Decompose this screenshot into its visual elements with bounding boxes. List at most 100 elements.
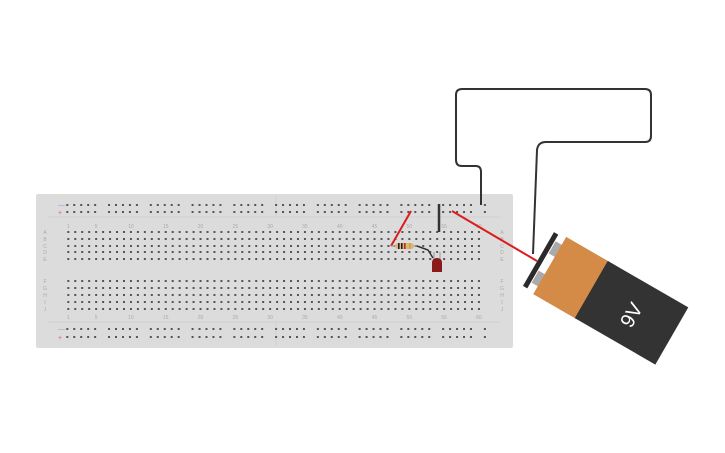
breadboard-hole[interactable]: [164, 245, 167, 247]
breadboard-hole[interactable]: [457, 258, 460, 260]
breadboard-hole[interactable]: [262, 231, 265, 233]
rail-hole[interactable]: [463, 328, 466, 330]
rail-hole[interactable]: [316, 204, 319, 206]
breadboard-hole[interactable]: [74, 301, 77, 303]
breadboard-hole[interactable]: [477, 280, 480, 282]
breadboard-hole[interactable]: [290, 308, 293, 310]
breadboard-hole[interactable]: [310, 294, 313, 296]
breadboard-hole[interactable]: [150, 280, 153, 282]
breadboard-hole[interactable]: [220, 258, 223, 260]
rail-hole[interactable]: [282, 204, 285, 206]
breadboard-hole[interactable]: [422, 245, 425, 247]
breadboard-hole[interactable]: [352, 301, 355, 303]
breadboard-hole[interactable]: [310, 238, 313, 240]
breadboard-hole[interactable]: [102, 301, 105, 303]
breadboard-hole[interactable]: [269, 245, 272, 247]
rail-hole[interactable]: [240, 336, 243, 338]
breadboard-hole[interactable]: [352, 308, 355, 310]
breadboard-hole[interactable]: [143, 294, 146, 296]
breadboard-hole[interactable]: [74, 258, 77, 260]
breadboard-hole[interactable]: [74, 308, 77, 310]
breadboard-hole[interactable]: [366, 231, 369, 233]
breadboard-hole[interactable]: [324, 301, 327, 303]
breadboard-hole[interactable]: [178, 301, 181, 303]
breadboard-hole[interactable]: [241, 238, 244, 240]
breadboard-hole[interactable]: [178, 294, 181, 296]
breadboard-hole[interactable]: [352, 287, 355, 289]
rail-hole[interactable]: [407, 204, 410, 206]
breadboard-hole[interactable]: [338, 258, 341, 260]
rail-hole[interactable]: [316, 328, 319, 330]
breadboard-hole[interactable]: [143, 251, 146, 253]
rail-hole[interactable]: [302, 336, 305, 338]
breadboard-hole[interactable]: [81, 287, 84, 289]
rail-hole[interactable]: [205, 204, 208, 206]
breadboard-hole[interactable]: [67, 308, 70, 310]
breadboard-hole[interactable]: [178, 231, 181, 233]
rail-hole[interactable]: [449, 211, 452, 213]
breadboard-hole[interactable]: [213, 287, 216, 289]
breadboard-hole[interactable]: [109, 308, 112, 310]
rail-hole[interactable]: [156, 336, 159, 338]
wire-red-battery[interactable]: [451, 210, 538, 262]
breadboard-hole[interactable]: [408, 301, 411, 303]
breadboard-hole[interactable]: [464, 258, 467, 260]
breadboard-hole[interactable]: [213, 294, 216, 296]
rail-hole[interactable]: [198, 211, 201, 213]
breadboard-hole[interactable]: [373, 245, 376, 247]
rail-hole[interactable]: [469, 204, 472, 206]
breadboard-hole[interactable]: [436, 280, 439, 282]
rail-hole[interactable]: [275, 336, 278, 338]
breadboard-hole[interactable]: [450, 280, 453, 282]
rail-hole[interactable]: [428, 336, 431, 338]
breadboard-hole[interactable]: [359, 294, 362, 296]
breadboard-hole[interactable]: [477, 294, 480, 296]
breadboard-hole[interactable]: [185, 287, 188, 289]
breadboard-hole[interactable]: [206, 258, 209, 260]
rail-hole[interactable]: [365, 211, 368, 213]
breadboard-hole[interactable]: [359, 231, 362, 233]
rail-hole[interactable]: [421, 328, 424, 330]
breadboard-hole[interactable]: [67, 258, 70, 260]
rail-hole[interactable]: [469, 336, 472, 338]
breadboard-hole[interactable]: [296, 287, 299, 289]
breadboard-hole[interactable]: [283, 294, 286, 296]
breadboard-hole[interactable]: [331, 251, 334, 253]
breadboard-hole[interactable]: [171, 238, 174, 240]
breadboard-hole[interactable]: [338, 251, 341, 253]
rail-hole[interactable]: [121, 211, 124, 213]
rail-hole[interactable]: [449, 336, 452, 338]
breadboard[interactable]: — + — + 11551010151520202525303035354040…: [36, 194, 513, 348]
breadboard-hole[interactable]: [164, 238, 167, 240]
breadboard-hole[interactable]: [345, 280, 348, 282]
breadboard-hole[interactable]: [269, 301, 272, 303]
rail-hole[interactable]: [365, 336, 368, 338]
breadboard-hole[interactable]: [220, 301, 223, 303]
rail-hole[interactable]: [463, 336, 466, 338]
rail-hole[interactable]: [421, 336, 424, 338]
breadboard-hole[interactable]: [276, 294, 279, 296]
breadboard-hole[interactable]: [387, 280, 390, 282]
rail-hole[interactable]: [128, 204, 131, 206]
breadboard-hole[interactable]: [116, 301, 119, 303]
breadboard-hole[interactable]: [415, 231, 418, 233]
breadboard-hole[interactable]: [74, 231, 77, 233]
breadboard-hole[interactable]: [380, 287, 383, 289]
breadboard-hole[interactable]: [331, 258, 334, 260]
rail-hole[interactable]: [386, 211, 389, 213]
breadboard-hole[interactable]: [241, 231, 244, 233]
rail-hole[interactable]: [463, 211, 466, 213]
rail-hole[interactable]: [115, 328, 118, 330]
breadboard-hole[interactable]: [324, 238, 327, 240]
breadboard-hole[interactable]: [157, 245, 160, 247]
breadboard-hole[interactable]: [227, 301, 230, 303]
breadboard-hole[interactable]: [129, 308, 132, 310]
rail-hole[interactable]: [469, 328, 472, 330]
breadboard-hole[interactable]: [157, 308, 160, 310]
breadboard-hole[interactable]: [122, 294, 125, 296]
rail-hole[interactable]: [428, 328, 431, 330]
breadboard-hole[interactable]: [408, 251, 411, 253]
breadboard-hole[interactable]: [470, 301, 473, 303]
breadboard-hole[interactable]: [199, 238, 202, 240]
breadboard-hole[interactable]: [310, 280, 313, 282]
